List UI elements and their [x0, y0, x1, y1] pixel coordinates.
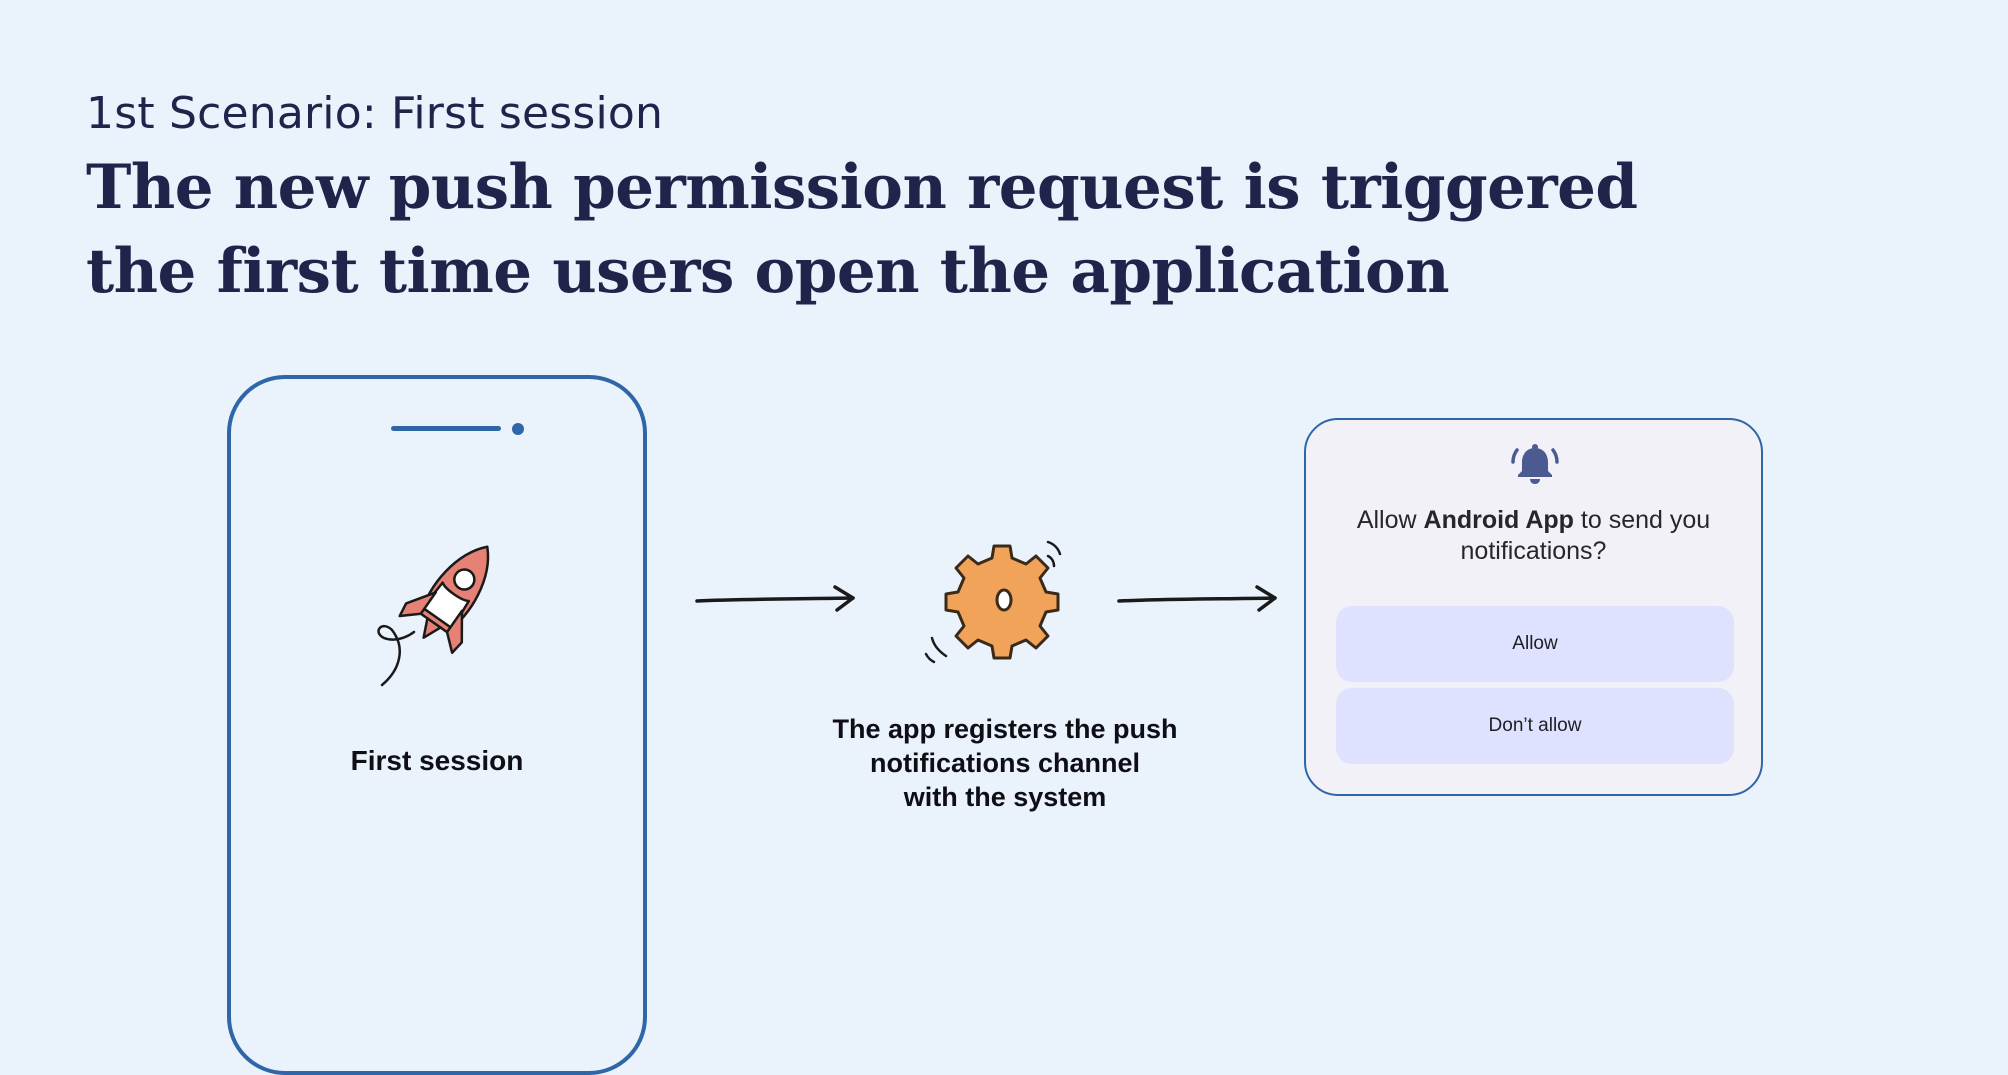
dialog-app-name: Android App	[1423, 506, 1574, 534]
dont-allow-button[interactable]: Don’t allow	[1336, 688, 1734, 764]
phone-frame	[227, 375, 647, 1075]
bell-icon	[1511, 444, 1559, 484]
gear-icon	[924, 540, 1062, 664]
headline-line-1: The new push permission request is trigg…	[86, 152, 1638, 223]
dialog-message: Allow Android App to send you notificati…	[1306, 505, 1761, 567]
dialog-message-line-2: notifications?	[1460, 537, 1607, 565]
rocket-icon	[377, 545, 490, 687]
dialog-message-prefix: Allow	[1356, 506, 1424, 534]
permission-dialog: Allow Android App to send you notificati…	[1304, 418, 1763, 796]
arrow-right-icon	[1117, 585, 1277, 612]
phone-camera	[512, 423, 524, 435]
registration-caption-line-2: notifications channel	[869, 748, 1141, 778]
registration-caption: The app registers the push notifications…	[775, 712, 1235, 814]
dialog-message-suffix: to send you	[1573, 506, 1711, 534]
headline-line-2: the first time users open the applicatio…	[86, 236, 1450, 307]
registration-caption-line-1: The app registers the push	[832, 714, 1178, 744]
registration-caption-line-3: with the system	[903, 782, 1107, 812]
allow-button[interactable]: Allow	[1336, 606, 1734, 682]
phone-caption: First session	[350, 745, 524, 776]
arrow-right-icon	[695, 585, 855, 612]
page-headline: The new push permission request is trigg…	[86, 146, 1638, 314]
phone-speaker	[391, 426, 501, 431]
scenario-subtitle: 1st Scenario: First session	[86, 88, 664, 139]
